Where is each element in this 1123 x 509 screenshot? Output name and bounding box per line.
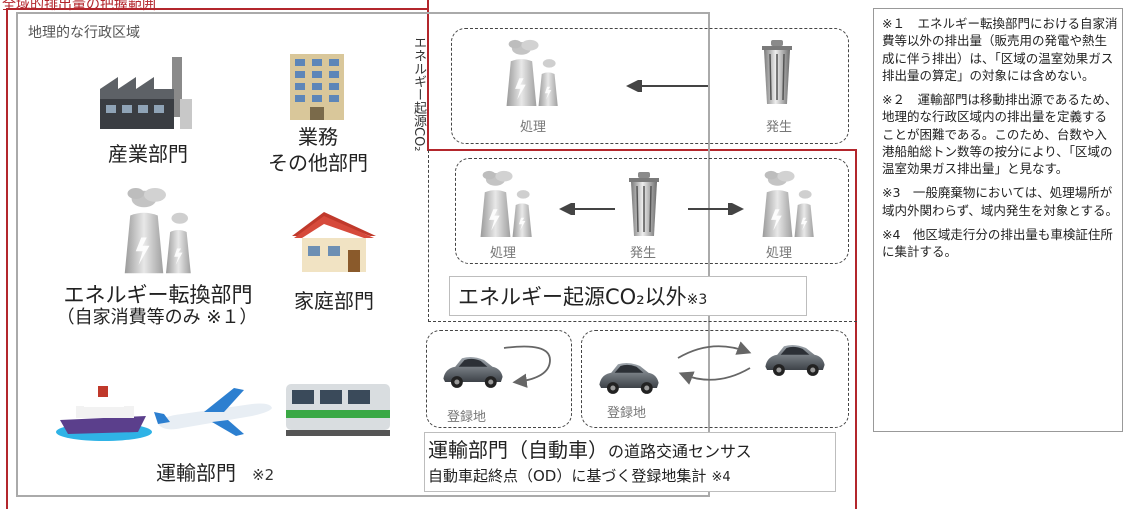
cycle-arrows-icon bbox=[677, 341, 752, 385]
airplane-icon bbox=[154, 388, 272, 436]
red-boundary-notch-horizontal bbox=[427, 149, 857, 151]
footnotes-panel: ※１ エネルギー転換部門における自家消費等以外の排出量（販売用の発電や熱生成に伴… bbox=[873, 8, 1123, 432]
top-process-label: 処理 bbox=[520, 120, 547, 135]
red-boundary-notch-vertical bbox=[427, 0, 429, 150]
business-sector-label-line1: 業務 bbox=[298, 125, 338, 149]
footnote-3: ※3 一般廃棄物においては、処理場所が域内外関わらず、域内発生を対象とする。 bbox=[882, 185, 1119, 218]
vehicle-caption-main: 運輸部門（自動車） bbox=[428, 438, 608, 462]
geographic-area-label: 地理的な行政区域 bbox=[28, 25, 140, 41]
waste-flow-middle-box bbox=[455, 158, 849, 264]
registration-left-label: 登録地 bbox=[447, 410, 487, 425]
car-icon bbox=[765, 344, 825, 376]
middle-process-left-label: 処理 bbox=[490, 246, 517, 261]
geographic-area-box bbox=[16, 12, 710, 497]
non-energy-co2-text: エネルギー起源CO₂以外 bbox=[458, 285, 687, 309]
business-sector-label-line2: その他部門 bbox=[268, 151, 368, 175]
ship-icon bbox=[56, 386, 152, 441]
power-plant-icon bbox=[480, 170, 532, 237]
household-sector-label: 家庭部門 bbox=[294, 289, 374, 313]
energy-conversion-sector-label-line1: エネルギー転換部門 bbox=[63, 283, 253, 307]
transport-sector-note: ※2 bbox=[252, 466, 275, 484]
office-building-icon bbox=[290, 54, 344, 120]
red-boundary-left bbox=[6, 8, 8, 509]
red-boundary-right bbox=[855, 149, 857, 509]
middle-process-right-label: 処理 bbox=[766, 246, 793, 261]
left-arrow-icon bbox=[559, 203, 615, 215]
trash-can-icon bbox=[628, 171, 660, 237]
train-icon bbox=[286, 384, 390, 436]
loop-arrow-icon bbox=[503, 345, 551, 388]
industry-sector-label: 産業部門 bbox=[108, 142, 188, 166]
vehicle-caption-od: 自動車起終点（OD）に基づく登録地集計 bbox=[428, 467, 707, 485]
vehicle-crossing-box bbox=[581, 330, 849, 428]
red-boundary-top bbox=[6, 8, 428, 10]
vehicle-divider-line bbox=[428, 321, 857, 322]
vehicle-caption-box bbox=[424, 432, 836, 492]
right-arrow-icon bbox=[688, 203, 744, 215]
waste-flow-top-box bbox=[451, 28, 849, 144]
house-icon bbox=[292, 212, 376, 272]
car-icon bbox=[443, 356, 503, 388]
vehicle-caption-note: ※4 bbox=[711, 470, 731, 485]
car-icon bbox=[599, 362, 659, 394]
footnote-1: ※１ エネルギー転換部門における自家消費等以外の排出量（販売用の発電や熱生成に伴… bbox=[882, 16, 1118, 83]
energy-conversion-sector-label-line2: （自家消費等のみ ※１） bbox=[56, 307, 258, 328]
left-arrow-icon bbox=[626, 80, 708, 92]
non-energy-co2-note: ※3 bbox=[686, 292, 708, 308]
non-energy-co2-label: エネルギー起源CO₂以外※3 bbox=[458, 281, 707, 311]
power-plant-icon bbox=[124, 188, 191, 274]
registration-right-label: 登録地 bbox=[607, 406, 647, 421]
power-plant-icon bbox=[762, 170, 814, 237]
vehicle-local-box bbox=[426, 330, 572, 428]
non-energy-co2-label-box bbox=[449, 276, 807, 316]
transport-sector-label: 運輸部門 bbox=[156, 461, 236, 485]
vehicle-caption-line1: 運輸部門（自動車）の道路交通センサス bbox=[428, 434, 752, 463]
vehicle-caption-rest: の道路交通センサス bbox=[608, 442, 752, 461]
middle-generation-label: 発生 bbox=[630, 246, 657, 261]
vehicle-caption-line2: 自動車起終点（OD）に基づく登録地集計 ※4 bbox=[428, 465, 731, 486]
top-generation-label: 発生 bbox=[766, 120, 793, 135]
footnote-4: ※4 他区域走行分の排出量も車検証住所に集計する。 bbox=[882, 226, 1113, 259]
factory-icon bbox=[100, 57, 192, 129]
footnote-2: ※２ 運輸部門は移動排出源であるため、地理的な行政区域内の排出量を定義することが… bbox=[882, 92, 1118, 176]
energy-co2-vertical-label: エネルギー起源CO₂ bbox=[411, 36, 426, 152]
trash-can-icon bbox=[761, 39, 793, 105]
power-plant-icon bbox=[506, 39, 558, 106]
energy-divider-line bbox=[428, 150, 429, 322]
